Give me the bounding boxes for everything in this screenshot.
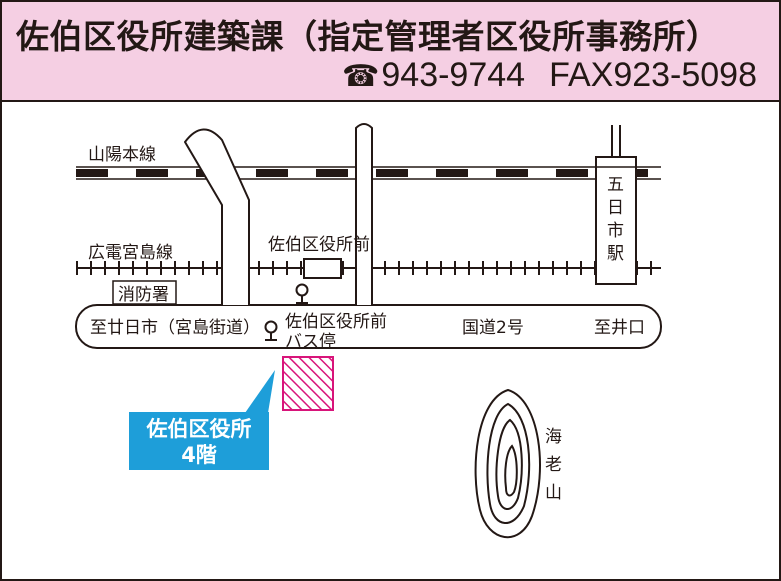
fire-station-box (112, 280, 177, 305)
bus-stop-pin-upper (295, 283, 309, 304)
itsukaichi-station (595, 156, 637, 285)
label-hiroden-line: 広電宮島線 (88, 243, 173, 263)
label-station-char-2: 日 (607, 198, 624, 218)
label-road-west: 至廿日市（宮島街道） (90, 318, 260, 338)
telephone-icon: ☎ (342, 60, 380, 93)
label-station-char-1: 五 (607, 175, 624, 195)
label-station-char-4: 駅 (607, 244, 624, 264)
bus-stop-pin-lower (264, 320, 278, 341)
label-sanyo-line: 山陽本線 (88, 145, 156, 165)
ward-office-callout (129, 370, 275, 470)
label-bus-stop-line2: バス停 (285, 332, 336, 352)
label-bus-stop-line1: 佐伯区役所前 (285, 312, 387, 332)
fax-label: FAX (549, 56, 614, 94)
label-mount-char-2: 老 (545, 455, 562, 475)
callout-line-2: 4階 (181, 443, 217, 467)
north-road-middle (355, 123, 373, 305)
tel-number: 943-9744 (381, 56, 526, 94)
mount-kaiko-contours (474, 388, 541, 538)
page-title: 佐伯区役所建築課（指定管理者区役所事務所） (16, 17, 720, 56)
label-mount-char-1: 海 (545, 427, 562, 447)
header: 佐伯区役所建築課（指定管理者区役所事務所） ☎943-9744 FAX923-50… (0, 0, 781, 102)
callout-line-1: 佐伯区役所 (146, 417, 252, 441)
tram-stop-marker (303, 258, 342, 279)
fax-number: 923-5098 (613, 56, 757, 94)
north-road-left (184, 128, 250, 305)
label-mount-char-3: 山 (545, 483, 562, 503)
label-tram-stop: 佐伯区役所前 (268, 235, 370, 255)
label-fire-station: 消防署 (118, 285, 169, 305)
label-road-east: 至井口 (594, 318, 645, 338)
ward-office-building (282, 356, 334, 411)
contact-line: ☎943-9744 FAX923-5098 (342, 56, 757, 95)
label-route-2: 国道2号 (462, 318, 524, 338)
label-station-char-3: 市 (607, 221, 624, 241)
